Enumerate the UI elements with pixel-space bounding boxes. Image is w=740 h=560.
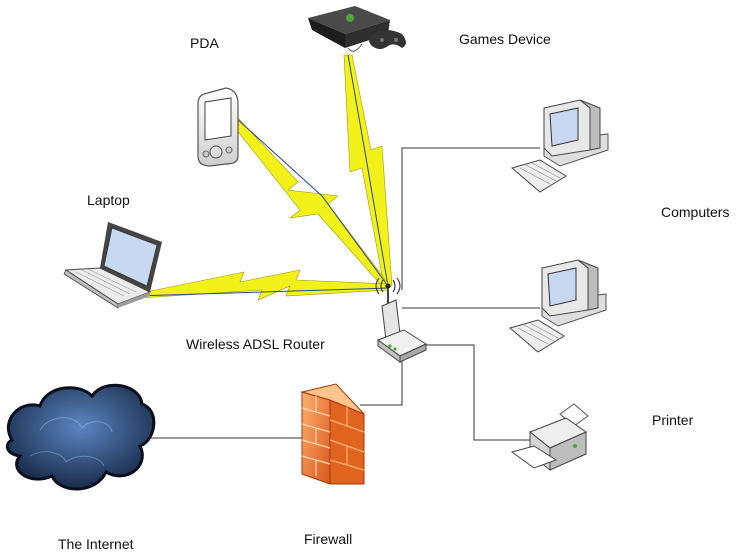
wired-connections xyxy=(150,147,540,441)
desktop-computer-icon xyxy=(510,99,609,193)
pda-icon xyxy=(197,87,239,167)
printer-icon xyxy=(510,403,589,472)
wireless-line-pda xyxy=(235,117,389,287)
wireless-line-laptop xyxy=(135,287,389,297)
wireless-connections xyxy=(135,54,393,301)
label-printer: Printer xyxy=(652,412,694,428)
label-computers: Computers xyxy=(661,204,729,220)
wireless-line-games xyxy=(347,54,389,287)
link-router-printer xyxy=(422,344,530,441)
label-laptop: Laptop xyxy=(87,192,130,208)
label-internet: The Internet xyxy=(58,536,134,552)
label-router: Wireless ADSL Router xyxy=(186,336,325,352)
games-console-icon xyxy=(308,6,406,52)
laptop-icon xyxy=(63,222,162,309)
router-icon xyxy=(375,277,428,363)
cloud-icon xyxy=(5,383,156,491)
label-firewall: Firewall xyxy=(304,531,352,547)
desktop-computer-icon xyxy=(508,259,607,353)
wireless-bolt-laptop xyxy=(135,269,391,301)
link-router-firewall xyxy=(360,355,403,406)
label-pda: PDA xyxy=(190,35,219,51)
link-router-computer-top xyxy=(401,147,540,290)
firewall-icon xyxy=(300,383,365,485)
label-games-device: Games Device xyxy=(459,31,551,47)
